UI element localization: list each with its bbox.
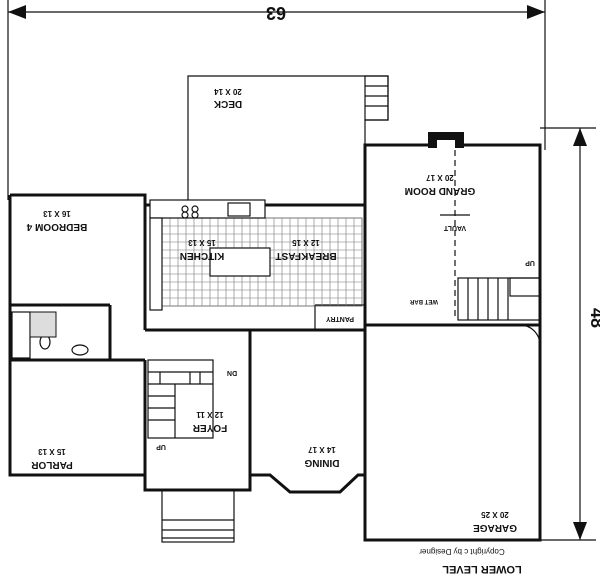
pantry-label: PANTRY [326, 315, 354, 322]
garage-details [519, 324, 541, 530]
copyright-text: Copyright c by Designer [419, 547, 505, 556]
dining-name: DINING [304, 457, 339, 468]
kitchen-floor-grid [149, 199, 363, 311]
bedroom4-name: BEDROOM 4 [26, 221, 87, 232]
kitchen-island [209, 247, 271, 277]
wet-bar-label: WET BAR [409, 298, 438, 304]
kitchen-counter [149, 199, 266, 219]
grand-room-name: GRAND ROOM [405, 185, 476, 196]
vault-lines [440, 150, 470, 318]
fireplace [428, 132, 464, 148]
parlor-size: 15 X 13 [38, 447, 66, 456]
level-title: LOWER LEVEL [442, 563, 522, 575]
parlor-name: PARLOR [30, 459, 72, 470]
deck-name: DECK [213, 98, 242, 109]
bathroom [11, 311, 89, 359]
width-dimension: 63 [7, 0, 546, 200]
width-value: 63 [266, 3, 286, 23]
vault-label: VAULT [443, 224, 466, 231]
depth-dimension: 48 [540, 127, 600, 541]
breakfast-size: 12 X 15 [292, 238, 320, 247]
dining-size: 14 X 17 [308, 445, 336, 454]
garage-size: 20 X 25 [481, 510, 509, 519]
foyer-up-label: UP [156, 443, 166, 450]
grand-up-label: UP [525, 259, 535, 266]
deck-size: 20 X 14 [214, 87, 242, 96]
foyer-name: FOYER [192, 422, 227, 433]
depth-value: 48 [587, 308, 600, 328]
garage-name: GARAGE [473, 522, 517, 533]
grand-room-stairs [457, 277, 541, 321]
breakfast-name: BREAKFAST [275, 250, 336, 261]
foyer-stairs [147, 359, 214, 439]
interior-walls [10, 205, 367, 475]
foyer-dn-label: DN [227, 369, 237, 376]
room-labels: DECK 20 X 14 GRAND ROOM 20 X 17 VAULT BE… [26, 87, 535, 575]
exterior-walls [8, 143, 542, 542]
grand-room-size: 20 X 17 [426, 173, 454, 182]
deck [187, 75, 389, 200]
kitchen-name: KITCHEN [180, 250, 224, 261]
porch-steps [161, 489, 235, 543]
bedroom4-size: 16 X 13 [43, 209, 71, 218]
foyer-size: 12 X 11 [196, 410, 224, 419]
kitchen-size: 15 X 13 [188, 238, 216, 247]
